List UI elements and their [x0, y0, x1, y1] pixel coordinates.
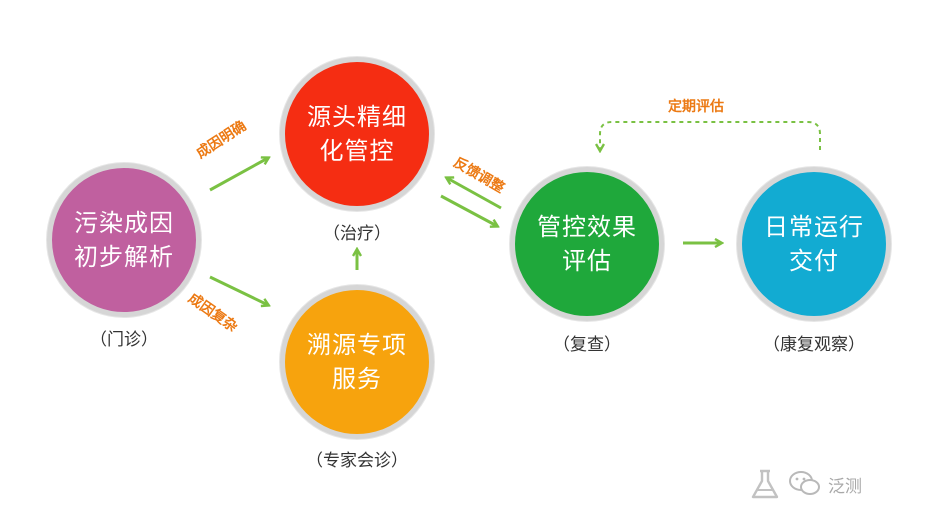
watermark-text: 泛测: [828, 476, 862, 497]
arrow-source-to-eval: [440, 194, 497, 226]
edge-label-periodic: 定期评估: [668, 99, 724, 115]
caption-pollution: （门诊）: [90, 330, 158, 350]
caption-source: （治疗）: [323, 224, 391, 244]
node-eval-line1: 管控效果: [537, 213, 637, 241]
caption-trace: （专家会诊）: [306, 451, 408, 471]
flask-logo-icon: [751, 469, 779, 499]
node-control-evaluation: 管控效果评估: [510, 167, 664, 321]
node-eval-line2: 评估: [562, 247, 612, 275]
node-trace-service: 溯源专项服务: [280, 285, 434, 439]
node-pollution-analysis: 污染成因初步解析: [47, 163, 201, 317]
arrow-periodic-loop: [600, 121, 821, 150]
node-daily-line1: 日常运行: [764, 213, 864, 241]
node-pollution-line1: 污染成因: [74, 209, 174, 237]
arrow-pollution-to-source: [209, 158, 268, 192]
node-source-control: 源头精细化管控: [280, 57, 434, 211]
watermark: 泛测: [748, 462, 918, 506]
node-source-line1: 源头精细: [307, 103, 407, 131]
node-trace-line2: 服务: [332, 365, 382, 393]
node-source-line2: 化管控: [319, 137, 395, 165]
caption-eval: （复查）: [553, 335, 621, 355]
arrow-pollution-to-trace: [209, 275, 268, 305]
arrow-eval-to-source: [447, 178, 502, 210]
node-trace-line1: 溯源专项: [307, 331, 407, 359]
wechat-icon: [789, 471, 820, 495]
node-pollution-line2: 初步解析: [74, 243, 174, 271]
node-daily-line2: 交付: [789, 247, 839, 275]
caption-daily: （康复观察）: [763, 335, 865, 355]
node-daily-operation: 日常运行交付: [737, 167, 891, 321]
